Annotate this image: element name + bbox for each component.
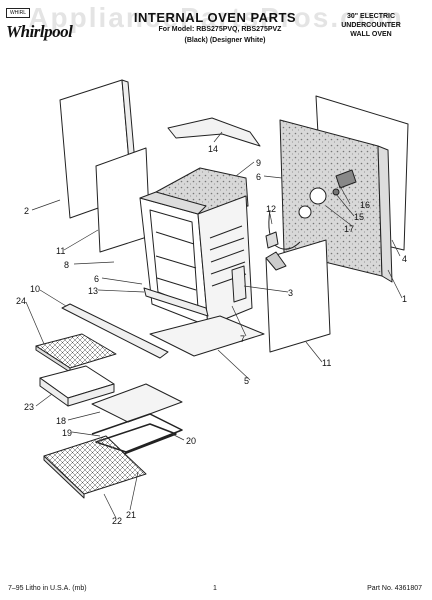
broil-grid	[35, 333, 117, 369]
callout-12: 12	[266, 204, 276, 214]
callout-14: 14	[208, 144, 218, 154]
product-line-1: 30" ELECTRIC	[346, 13, 396, 20]
callout-22: 22	[112, 516, 122, 526]
page-title: INTERNAL OVEN PARTS	[133, 10, 297, 25]
callout-24: 24	[16, 296, 26, 306]
model-line: For Model: RBS275PVQ, RBS275PVZ	[158, 26, 282, 33]
callout-13: 13	[88, 286, 98, 296]
callout-20: 20	[186, 436, 196, 446]
callout-21: 21	[126, 510, 136, 520]
callout-23: 23	[24, 402, 34, 412]
thermostat-bracket	[231, 265, 247, 303]
brand-name: Whirlpool	[6, 22, 73, 41]
brand-logo: WHIRL Whirlpool	[6, 8, 86, 42]
callout-5: 5	[244, 376, 249, 386]
part-number: Part No. 4361807	[367, 585, 422, 592]
callout-4: 4	[402, 254, 407, 264]
product-description: 30" ELECTRIC UNDERCOUNTER WALL OVEN	[326, 12, 416, 39]
callout-18: 18	[56, 416, 66, 426]
top-bracket	[167, 117, 261, 147]
callout-16: 16	[360, 200, 370, 210]
element-shield	[91, 383, 183, 423]
callout-9: 9	[256, 158, 261, 168]
callout-2: 2	[24, 206, 29, 216]
variant-line: (Black) (Designer White)	[184, 37, 266, 44]
temperature-sensor	[335, 169, 357, 189]
callout-10: 10	[30, 284, 40, 294]
callout-19: 19	[62, 428, 72, 438]
oven-rack	[43, 435, 147, 495]
callout-7: 7	[240, 334, 245, 344]
callout-11-right: 11	[322, 358, 331, 368]
brand-badge: WHIRL	[6, 8, 30, 18]
callout-17: 17	[344, 224, 354, 234]
page-number: 1	[213, 585, 217, 592]
callout-11-left: 11	[56, 246, 65, 256]
callout-8: 8	[64, 260, 69, 270]
callout-6-right: 6	[256, 172, 261, 182]
side-rail	[61, 303, 169, 359]
callout-6-left: 6	[94, 274, 99, 284]
product-line-3: WALL OVEN	[350, 31, 392, 38]
product-line-2: UNDERCOUNTER	[341, 22, 401, 29]
bottom-trim	[143, 287, 209, 317]
callout-1: 1	[402, 294, 407, 304]
callout-15: 15	[354, 212, 364, 222]
callout-3: 3	[288, 288, 293, 298]
bottom-tray	[149, 315, 265, 357]
print-info: 7–95 Litho in U.S.A. (mb)	[8, 585, 87, 592]
